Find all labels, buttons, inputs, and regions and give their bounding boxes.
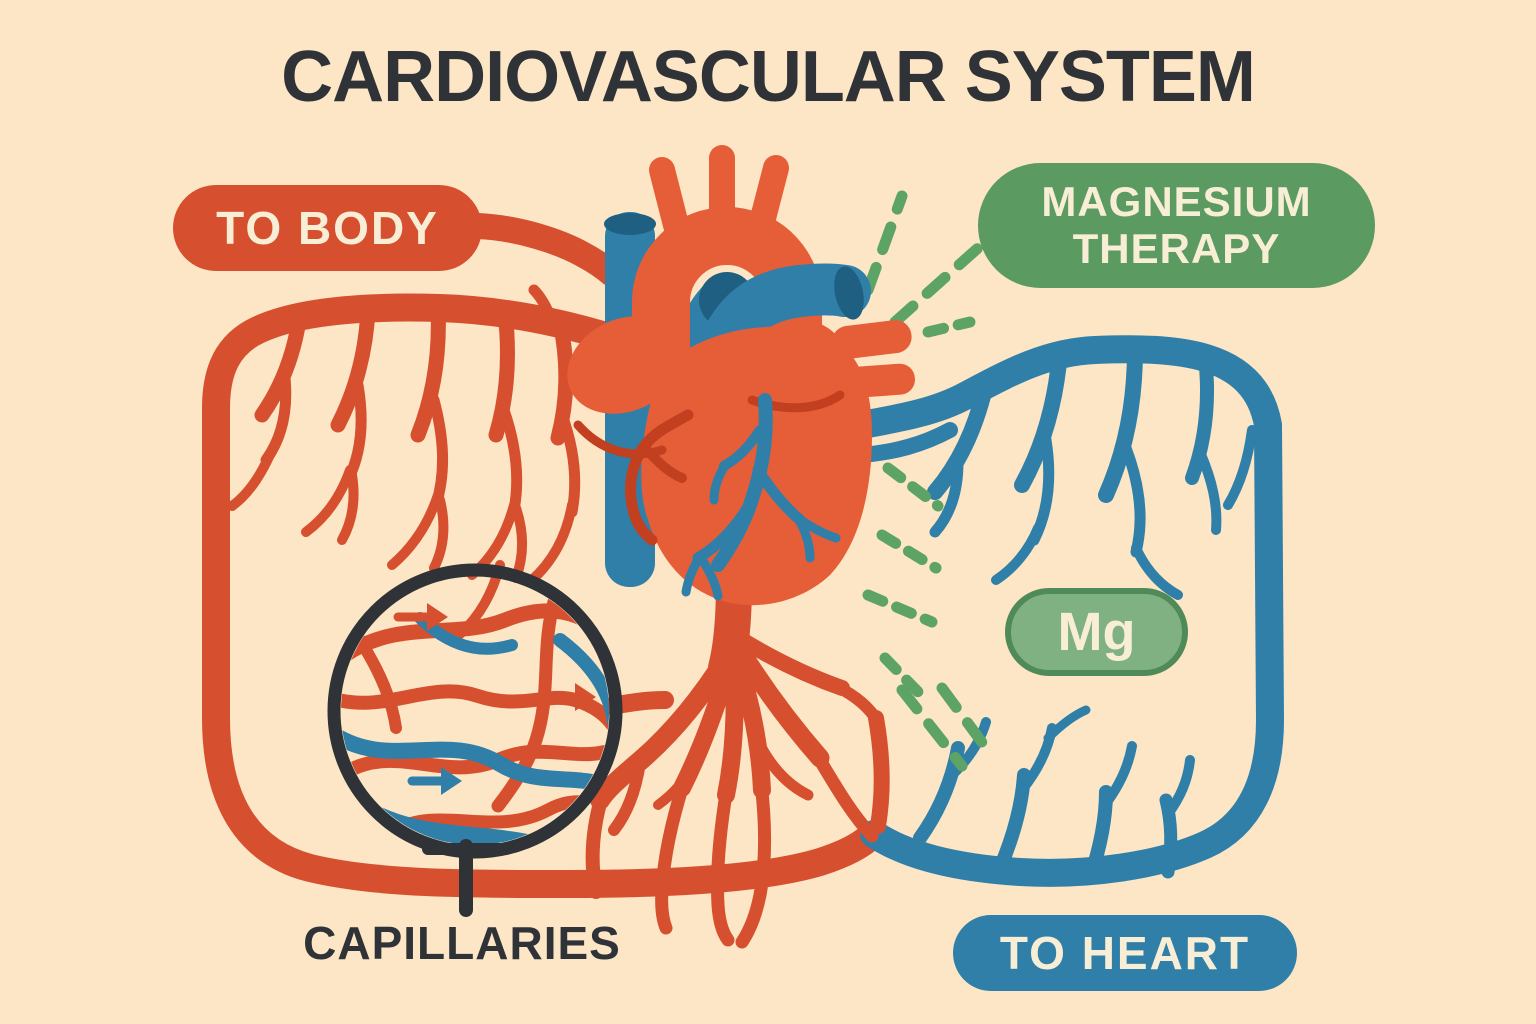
mg-text: Mg <box>1057 602 1136 662</box>
page-title: CARDIOVASCULAR SYSTEM <box>281 37 1256 117</box>
vein-return-branches <box>913 705 1195 885</box>
label-to-heart: TO HEART <box>953 915 1297 991</box>
to-body-connector <box>465 213 625 287</box>
label-to-body: TO BODY <box>173 185 482 271</box>
pulmonary-artery <box>699 263 871 371</box>
systemic-vein-loop <box>848 335 1284 887</box>
to-body-text: TO BODY <box>216 202 439 254</box>
magnesium-therapy-text: MAGNESIUM THERAPY <box>1041 178 1312 272</box>
artery-branches <box>227 284 581 639</box>
label-magnesium-therapy: MAGNESIUM THERAPY <box>978 163 1375 288</box>
vein-branches <box>927 342 1257 600</box>
coronary-vessels <box>625 393 841 601</box>
descending-aorta-roots <box>585 562 890 949</box>
vein-flow-arrow <box>407 767 462 795</box>
magnifier-icon <box>327 563 623 917</box>
to-heart-text: TO HEART <box>999 927 1251 979</box>
artery-flow-arrow <box>393 603 448 631</box>
artery-flow-arrow <box>543 683 596 711</box>
label-mg: Mg <box>1005 588 1188 676</box>
heart-body <box>567 316 872 606</box>
magnesium-rays <box>862 190 998 772</box>
label-capillaries: CAPILLARIES <box>303 917 621 969</box>
heart-illustration <box>567 145 915 949</box>
